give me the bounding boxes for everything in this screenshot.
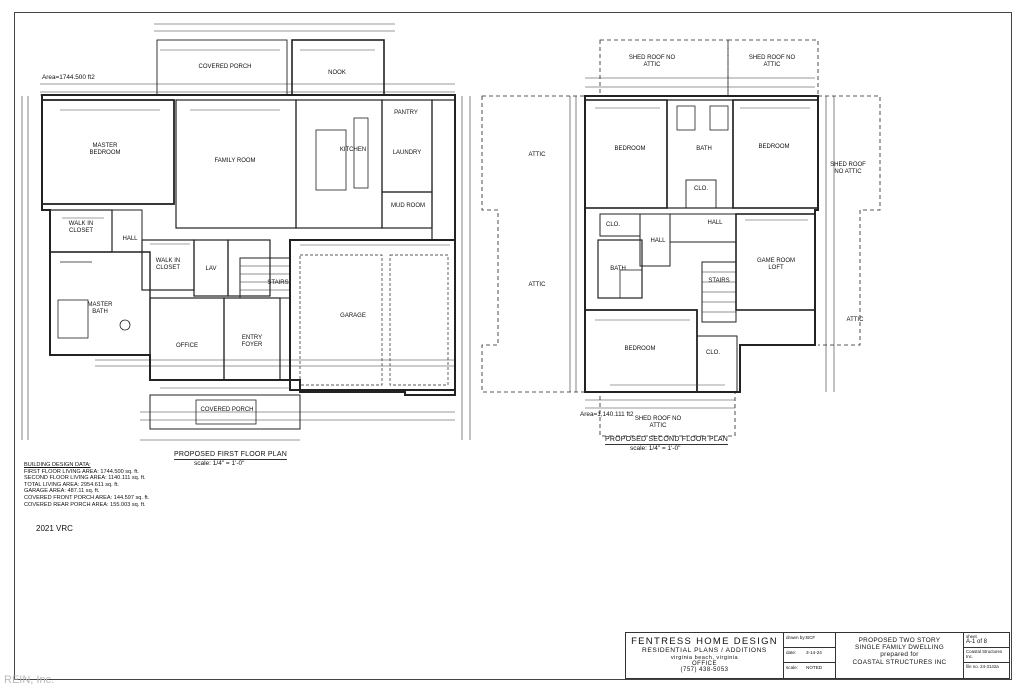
second-floor-title: PROPOSED SECOND FLOOR PLAN [605,436,729,445]
room-shed-roof-3: SHED ROOF NO ATTIC [830,162,866,175]
room-covered-porch: COVERED PORCH [198,64,252,70]
first-floor-scale: scale: 1/4" = 1'-0" [194,460,245,467]
design-data-heading: BUILDING DESIGN DATA: [24,462,91,468]
room-family-room: FAMILY ROOM [214,158,256,164]
room-attic-1: ATTIC [528,152,546,158]
company-phone: (757) 438-5053 [680,667,729,673]
room-shed-roof-1: SHED ROOF NO ATTIC [628,55,676,68]
project-line-2: SINGLE FAMILY DWELLING [854,644,945,652]
room-covered-front-porch: COVERED PORCH [200,407,254,413]
drawing-sheet [14,12,1012,680]
room-walk-in-closet-1: WALK IN CLOSET [68,221,94,234]
room-shed-roof-2: SHED ROOF NO ATTIC [748,55,796,68]
room-hall: HALL [122,236,138,242]
design-data-row: TOTAL LIVING AREA: 2954.611 sq. ft. [24,481,119,488]
project-line-1: PROPOSED TWO STORY [858,637,941,644]
sheet-value: A-1 of 8 [966,639,988,645]
project-line-4: COASTAL STRUCTURES INC [852,658,947,666]
room-bath-2: BATH [610,266,626,272]
second-floor-area-label: Area=1,140.111 ft2 [580,411,634,418]
company-subtitle: RESIDENTIAL PLANS / ADDITIONS [642,647,767,654]
title-block-meta: drawn by:BCF date: 3-14-24 scale: NOTED [784,633,836,678]
second-floor-scale: scale: 1/4" = 1'-0" [630,445,681,452]
room-laundry: LAUNDRY [392,150,422,156]
design-data-row: GARAGE AREA: 487.11 sq. ft. [24,488,100,495]
sheet-label: sheet [966,634,977,639]
drawn-by-value: BCF [806,635,816,640]
first-floor-title: PROPOSED FIRST FLOOR PLAN [174,451,288,460]
room-pantry: PANTRY [394,110,418,116]
file-value: 24-3142a [980,664,999,669]
room-stairs-second: STAIRS [708,278,730,284]
room-kitchen: KITCHEN [339,147,367,153]
client-short: Coastal Structures Inc. [964,648,1009,663]
room-stairs-first: STAIRS [267,280,289,286]
title-block: FENTRESS HOME DESIGN RESIDENTIAL PLANS /… [625,632,1010,679]
design-data-row: COVERED FRONT PORCH AREA: 144.597 sq. ft… [24,494,150,501]
company-city: virginia beach, virginia [670,655,739,661]
room-bedroom-1: BEDROOM [614,146,646,152]
room-garage: GARAGE [340,313,366,319]
scale-value: NOTED [806,665,823,670]
project-line-3: prepared for [880,651,919,659]
room-lav: LAV [205,266,217,272]
scale-label: scale: [786,665,799,670]
room-clo-3: CLO. [705,350,720,356]
building-design-data: BUILDING DESIGN DATA: FIRST FLOOR LIVING… [24,462,214,508]
date-label: date: [786,650,797,655]
room-bedroom-2: BEDROOM [758,144,790,150]
room-master-bath: MASTER BATH [87,302,113,315]
room-attic-3: ATTIC [846,317,864,323]
room-clo-1: CLO. [693,186,708,192]
design-data-row: SECOND FLOOR LIVING AREA: 1140.111 sq. f… [24,475,146,482]
room-walk-in-closet-2: WALK IN CLOSET [155,258,181,271]
room-entry-foyer: ENTRY FOYER [241,335,263,348]
room-clo-2: CLO. [605,222,620,228]
company-office-label: OFFICE [692,661,717,667]
second-floor-plan [481,39,881,437]
title-block-project: PROPOSED TWO STORY SINGLE FAMILY DWELLIN… [836,633,964,678]
company-name: FENTRESS HOME DESIGN [631,636,778,647]
title-block-company: FENTRESS HOME DESIGN RESIDENTIAL PLANS /… [626,633,784,678]
design-data-row: FIRST FLOOR LIVING AREA: 1744.500 sq. ft… [24,468,139,475]
room-master-bedroom: MASTER BEDROOM [89,143,121,156]
design-data-row: COVERED REAR PORCH AREA: 155.003 sq. ft. [24,501,146,508]
room-hall-3: HALL [650,238,666,244]
first-floor-plan [21,23,471,441]
room-bedroom-3: BEDROOM [624,346,656,352]
room-shed-roof-bottom: SHED ROOF NO ATTIC [634,416,682,429]
room-game-room: GAME ROOM LOFT [756,258,795,271]
room-attic-2: ATTIC [528,282,546,288]
year-stamp: 2021 VRC [36,524,73,533]
room-nook: NOOK [328,70,346,76]
watermark: REIN, Inc. [4,674,55,686]
file-label: file no. [966,664,979,669]
room-office: OFFICE [176,343,198,349]
drawn-by-label: drawn by: [786,635,806,640]
date-value: 3-14-24 [806,650,822,655]
room-hall-2: HALL [707,220,723,226]
room-mud-room: MUD ROOM [391,203,425,209]
room-bath-1: BATH [696,146,712,152]
first-floor-area-label: Area=1744.500 ft2 [42,74,95,81]
